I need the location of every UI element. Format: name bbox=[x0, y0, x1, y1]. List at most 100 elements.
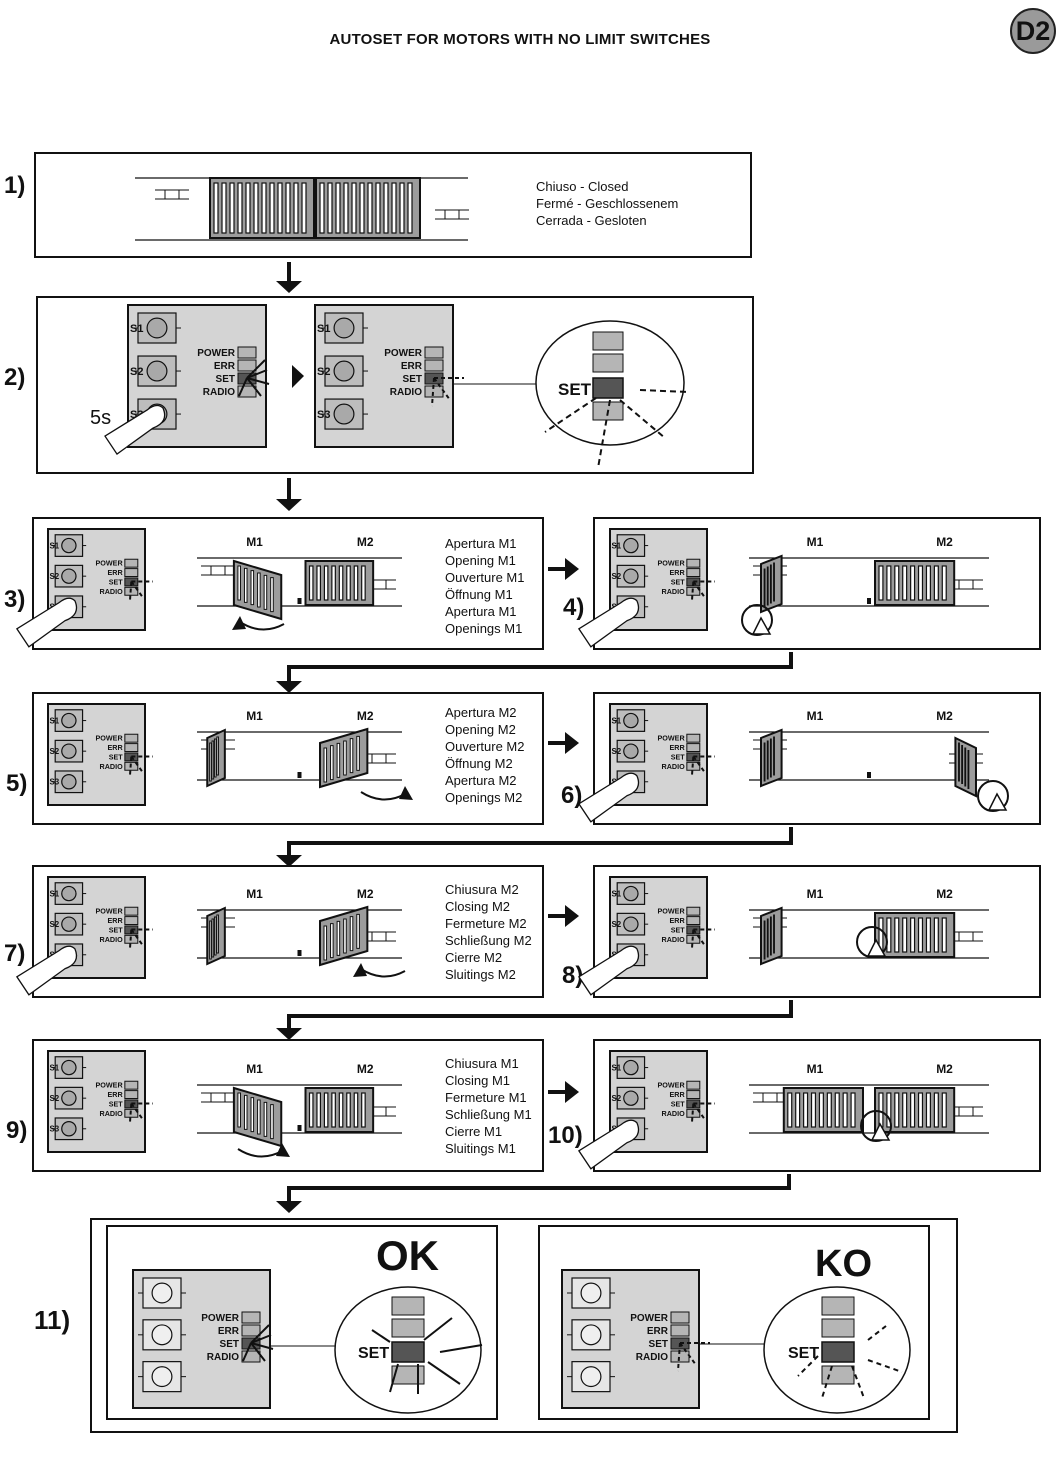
gate-bar bbox=[850, 1092, 856, 1128]
gate-bar bbox=[361, 1092, 366, 1128]
gate-bar bbox=[933, 1092, 939, 1128]
gate-bar bbox=[270, 1104, 274, 1140]
motor-label-m1: M1 bbox=[246, 887, 263, 901]
led-label: ERR bbox=[669, 743, 685, 752]
finger bbox=[104, 404, 166, 455]
gate-bar bbox=[361, 565, 366, 601]
led-label: POWER bbox=[96, 1081, 124, 1090]
gate-bar bbox=[261, 182, 267, 234]
switch-label: S2 bbox=[49, 920, 59, 929]
gate-bar bbox=[795, 1092, 801, 1128]
line bbox=[690, 756, 695, 777]
switch-knob bbox=[623, 1059, 639, 1076]
switch-label: S2 bbox=[611, 1094, 621, 1103]
line bbox=[439, 1344, 483, 1353]
center-stop bbox=[297, 950, 302, 956]
switch-knob bbox=[61, 1059, 77, 1076]
line bbox=[250, 1342, 274, 1350]
caption-line: Fermeture M2 bbox=[445, 916, 527, 931]
step-6-number: 6) bbox=[561, 782, 583, 809]
caption-line: Öffnung M1 bbox=[445, 587, 513, 602]
gate-bar bbox=[925, 1092, 931, 1128]
arrow-head bbox=[565, 558, 579, 580]
led bbox=[124, 743, 139, 753]
motor-label-m1: M1 bbox=[807, 887, 824, 901]
caption-line: Cerrada - Gesloten bbox=[536, 213, 647, 228]
gate-bar bbox=[257, 1099, 261, 1135]
led bbox=[391, 1365, 425, 1385]
led bbox=[592, 331, 624, 351]
gate-bar bbox=[902, 917, 908, 953]
switch-knob bbox=[623, 916, 639, 932]
led-label: SET bbox=[109, 752, 124, 761]
gate-bar bbox=[229, 182, 235, 234]
switch-knob bbox=[61, 568, 77, 584]
caption-line: Öffnung M2 bbox=[445, 756, 513, 771]
led bbox=[686, 1090, 701, 1100]
gate-bar bbox=[878, 1092, 884, 1128]
gate-bar bbox=[375, 182, 381, 234]
gate-bar bbox=[209, 742, 212, 782]
caption-line: Opening M1 bbox=[445, 553, 516, 568]
led-label: RADIO bbox=[636, 1352, 668, 1363]
connector-line bbox=[287, 1174, 791, 1201]
switch-knob bbox=[580, 1324, 602, 1346]
led bbox=[670, 1311, 690, 1324]
led-label: POWER bbox=[630, 1313, 669, 1324]
switch-knob bbox=[623, 1090, 639, 1106]
swing-arrow-head bbox=[232, 616, 246, 630]
switch-label: S2 bbox=[611, 747, 621, 756]
led bbox=[237, 346, 257, 359]
line bbox=[677, 1342, 681, 1372]
gate-bar bbox=[257, 572, 261, 608]
led-label: POWER bbox=[197, 348, 236, 359]
switch-label: S1 bbox=[611, 889, 621, 898]
gate-bar bbox=[330, 745, 334, 781]
line bbox=[130, 928, 144, 946]
connector-arrow bbox=[276, 1000, 793, 1040]
gate-bar bbox=[769, 916, 772, 956]
led bbox=[124, 906, 139, 916]
warning-icon bbox=[987, 792, 1008, 811]
led-label: POWER bbox=[96, 907, 124, 916]
swing-arrow-head bbox=[353, 963, 367, 977]
led bbox=[241, 1311, 261, 1324]
led bbox=[124, 558, 139, 568]
motor-label-m2: M2 bbox=[936, 535, 953, 549]
motor-label-m1: M1 bbox=[807, 1062, 824, 1076]
gate-bar bbox=[933, 917, 939, 953]
gate-bar bbox=[910, 565, 916, 601]
led-label: RADIO bbox=[203, 387, 235, 398]
ok-zoom-circle: SET bbox=[334, 1286, 483, 1414]
gate-bar bbox=[842, 1092, 848, 1128]
motor-label-m2: M2 bbox=[357, 709, 374, 723]
step-10-number: 10) bbox=[548, 1122, 583, 1149]
gate-bar bbox=[211, 740, 215, 780]
led bbox=[821, 1296, 855, 1316]
led-label: RADIO bbox=[662, 935, 686, 944]
set-label: SET bbox=[788, 1345, 819, 1362]
gate-bar bbox=[917, 917, 924, 953]
gate-bar bbox=[336, 920, 341, 956]
led bbox=[124, 733, 139, 743]
led bbox=[237, 385, 257, 398]
led bbox=[424, 359, 444, 372]
led-label: SET bbox=[109, 925, 124, 934]
caption-line: Openings M1 bbox=[445, 621, 522, 636]
right-arrow bbox=[548, 905, 579, 927]
gate-bar bbox=[243, 1094, 248, 1130]
switch-knob bbox=[146, 360, 168, 382]
gate-bar bbox=[330, 923, 334, 959]
led-label: POWER bbox=[201, 1313, 240, 1324]
connector-line bbox=[287, 1000, 793, 1028]
gate-bar bbox=[941, 1092, 947, 1128]
finger bbox=[15, 945, 78, 996]
gate-bar bbox=[293, 182, 299, 234]
line bbox=[679, 1342, 697, 1366]
